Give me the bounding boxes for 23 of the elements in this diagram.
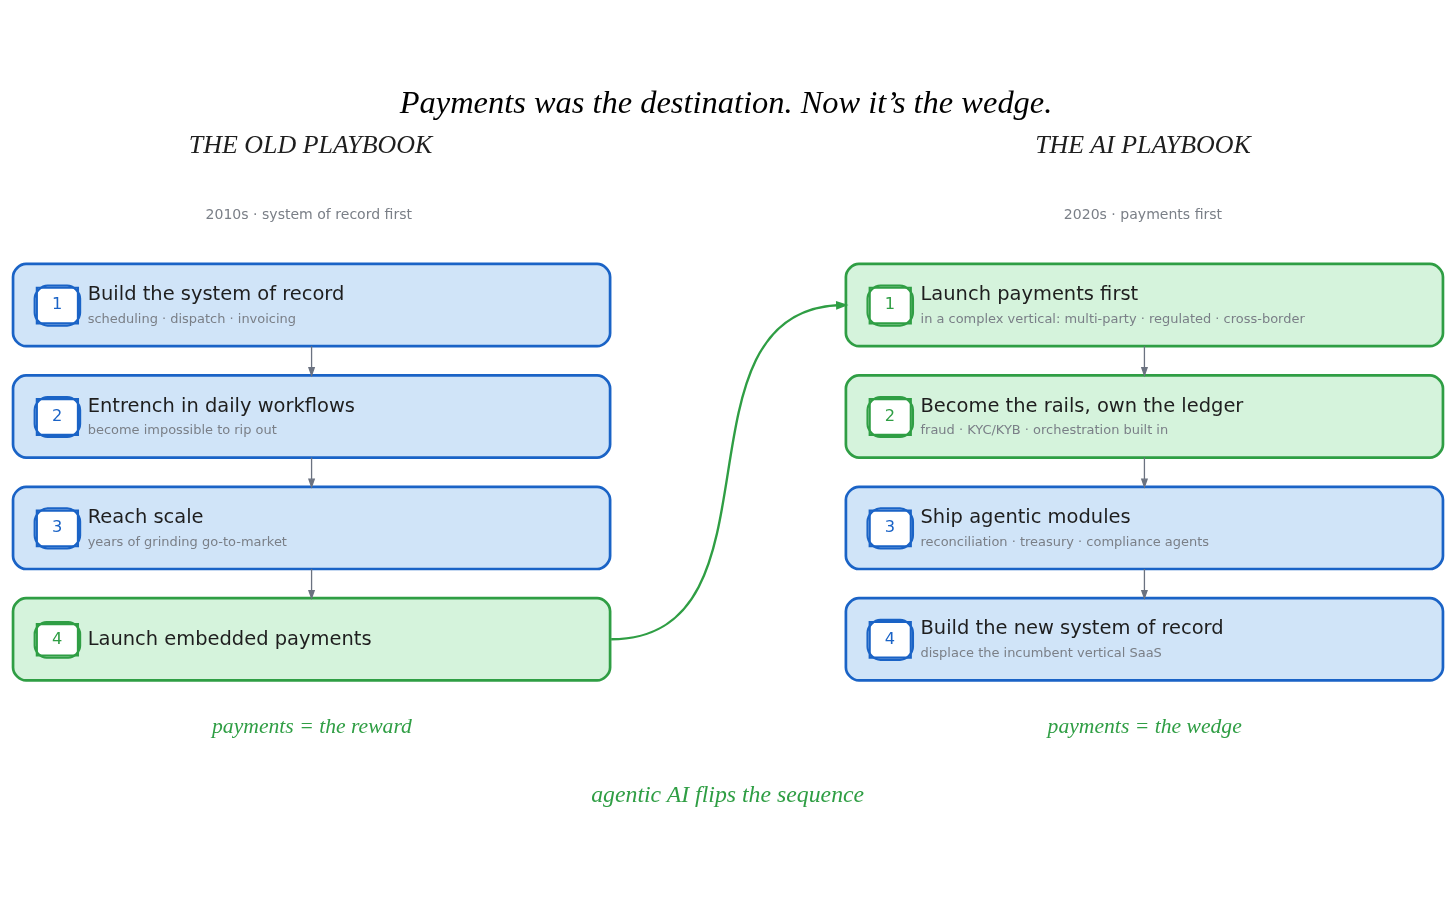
label: 2010s · system of record first [205,205,413,222]
label: payments = the reward [212,714,412,739]
node-box: 2 Entrench in daily workflows become impossible to rip out [11,374,612,459]
node-box: 4 Launch embedded payments [11,596,612,682]
diagram-title: Payments was the destination. Now it’s the wedge. [399,83,1053,120]
label: payments = the wedge [1047,714,1242,739]
arrow [308,456,316,489]
node-box: 2 Become the rails, own the ledger fraud · KYC/KYB · orchestration built in [844,374,1445,459]
node-box: 1 Launch payments first in a complex vertical: multi-party · regulated · cross-border [844,262,1445,348]
arrow [611,300,849,641]
arrow [308,568,316,601]
arrow [1140,345,1148,378]
node-box: 3 Reach scale years of grinding go-to-market [11,485,612,571]
arrow [308,345,316,378]
label: agentic AI flips the sequence [591,781,865,808]
node-box: 4 Build the new system of record displace the incumbent vertical SaaS [844,596,1445,682]
arrow [1140,456,1148,489]
node-box: 1 Build the system of record scheduling · dispatch · invoicing [11,262,612,348]
node-box: 3 Ship agentic modules reconciliation · treasury · compliance agents [844,485,1445,571]
arrow [1140,568,1148,601]
label: 2020s · payments first [1063,205,1223,222]
label: THE OLD PLAYBOOK [188,129,433,159]
label: THE AI PLAYBOOK [1035,129,1251,159]
